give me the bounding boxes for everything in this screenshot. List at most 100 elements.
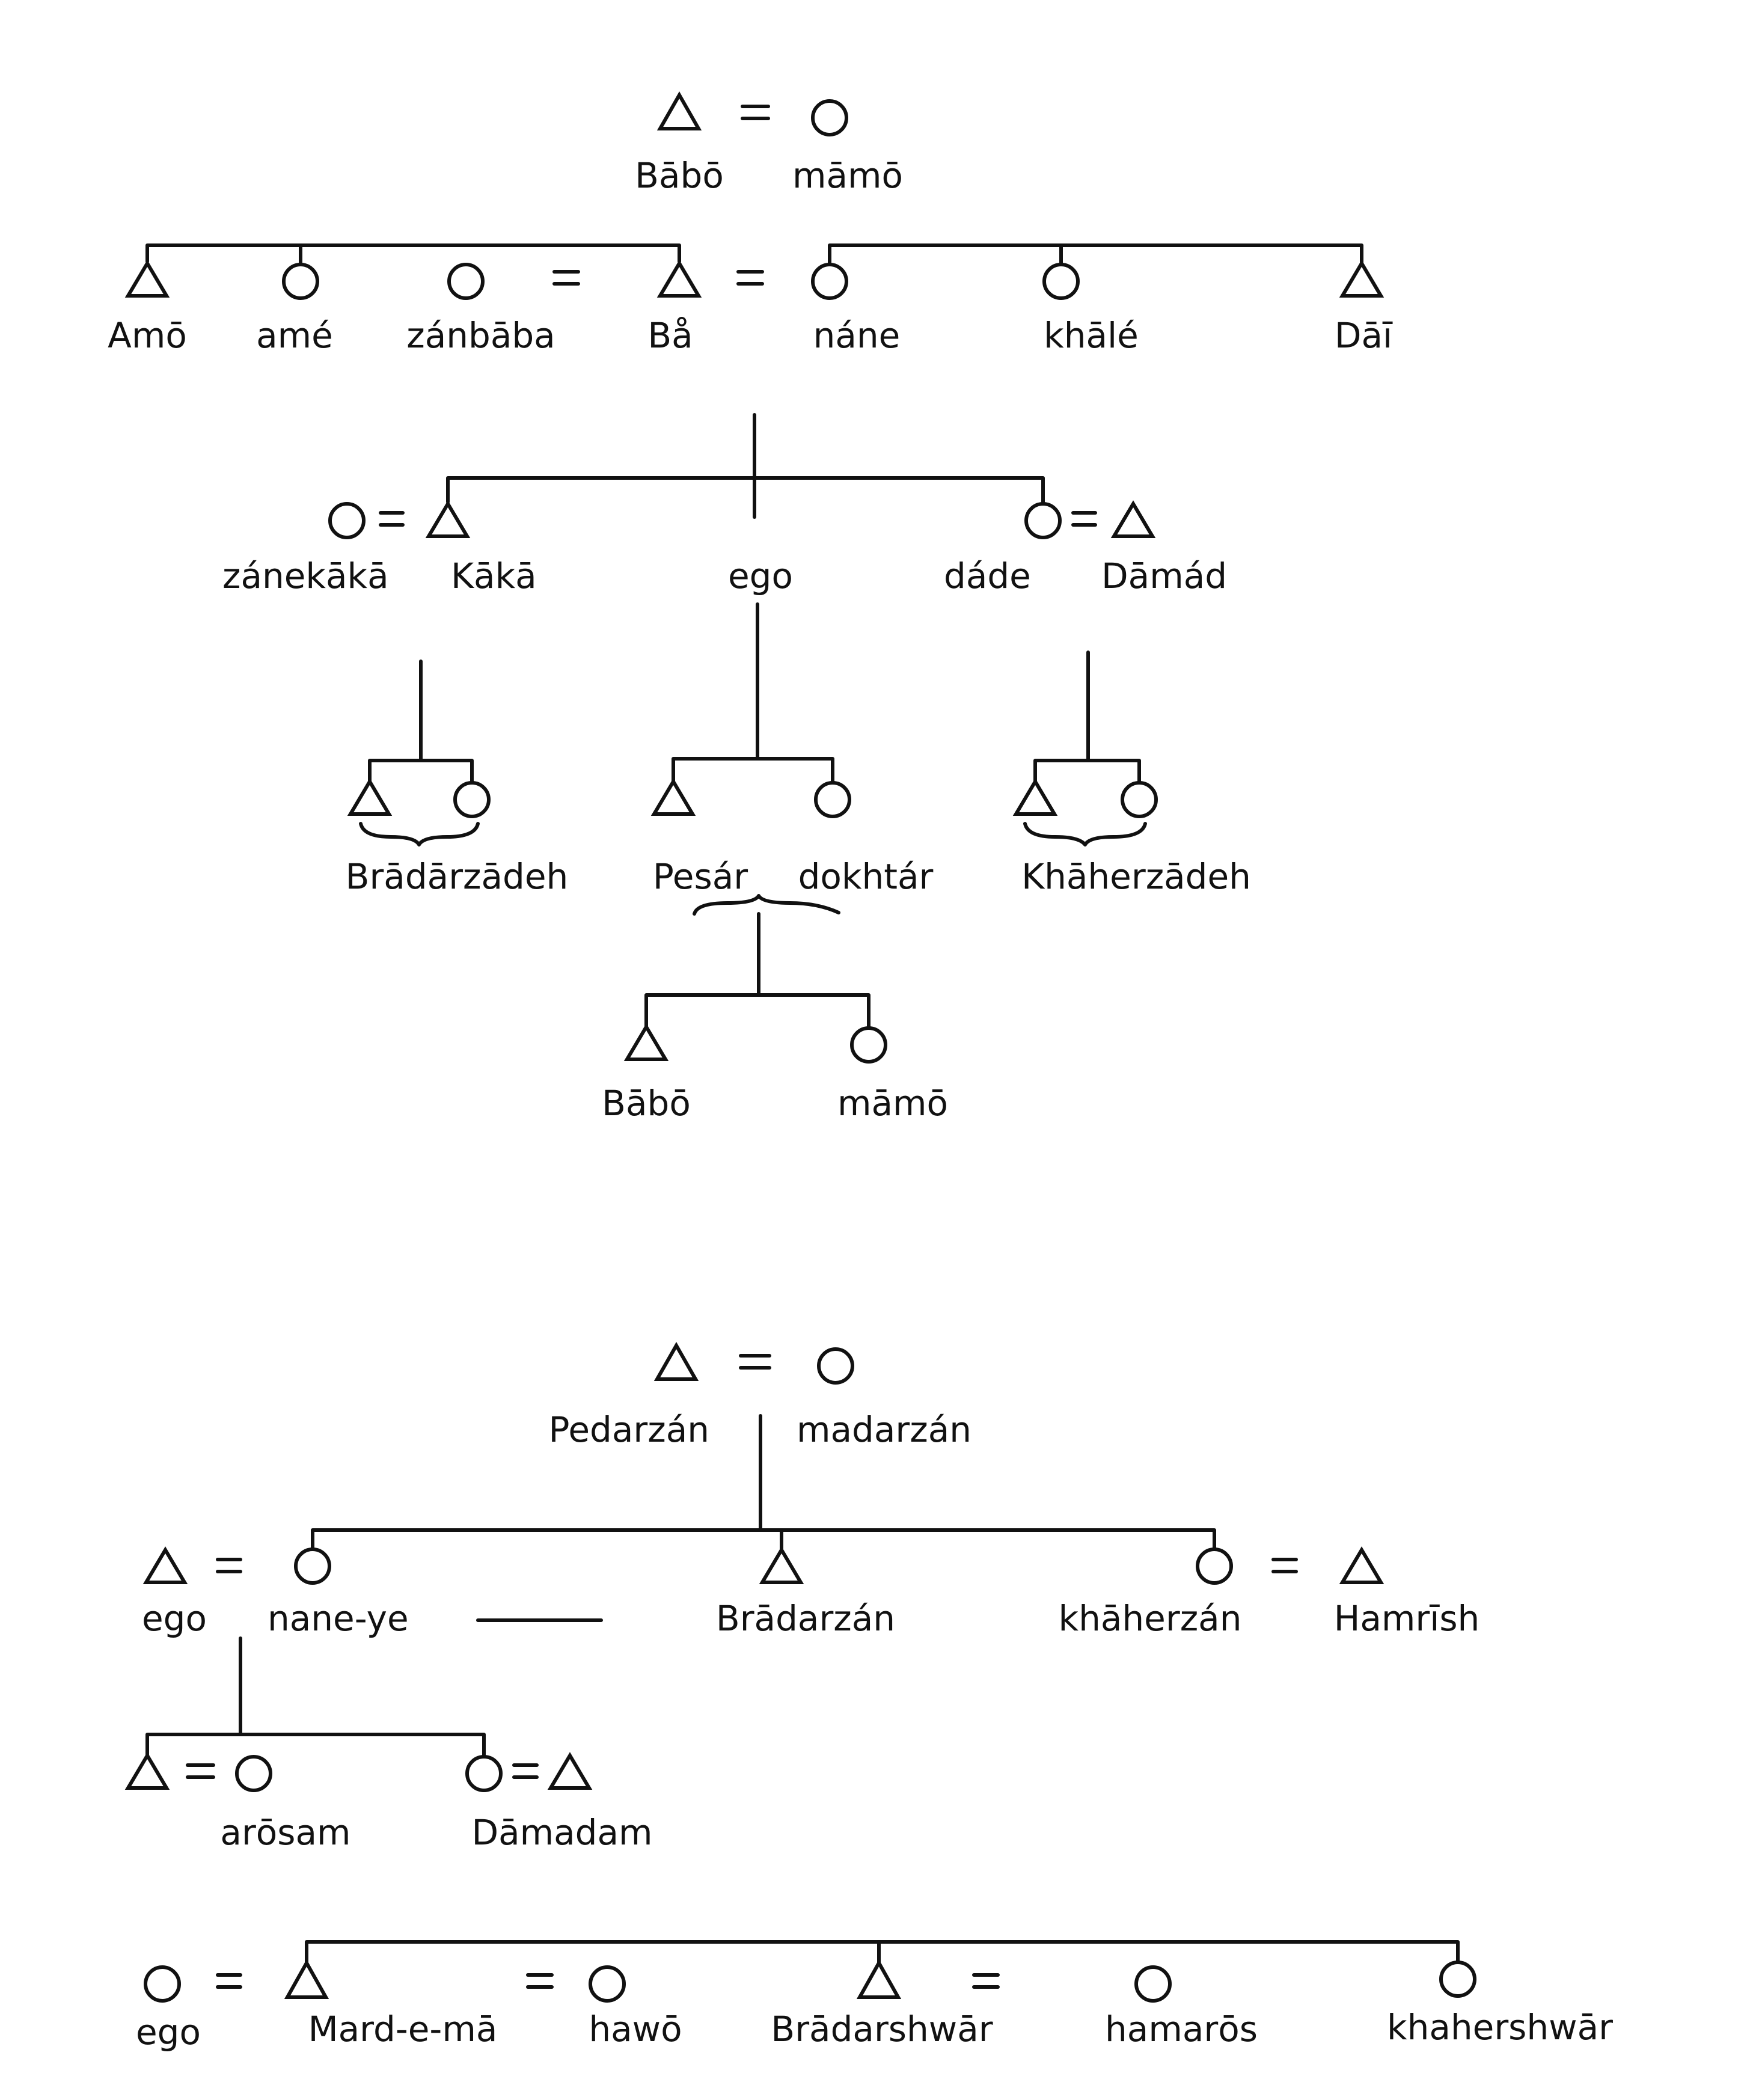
diagram-1-consanguineal: Bābō māmō Amō amé zánbāba Bå — [108, 91, 1393, 1124]
label-wife: nane-ye — [268, 1598, 409, 1639]
male-symbol — [1339, 260, 1384, 298]
female-symbol — [589, 1965, 626, 2003]
label-father-in-law: Pedarzán — [548, 1409, 709, 1450]
label-brothers-children: Brādārzādeh — [346, 856, 569, 897]
gen1-grandparents: Bābō māmō — [635, 91, 903, 196]
male-symbol — [1012, 778, 1058, 816]
female-symbol — [1042, 263, 1080, 300]
label-grandfather: Bābō — [635, 155, 724, 196]
marriage-equals — [1271, 1558, 1298, 1573]
grouping-brace — [693, 894, 840, 916]
female-symbol — [814, 781, 851, 818]
label-grandson: Bābō — [602, 1083, 691, 1124]
sibling-line — [1033, 759, 1141, 785]
label-granddaughter: māmō — [837, 1083, 948, 1124]
sibling-line — [368, 759, 474, 785]
female-symbol — [1024, 502, 1062, 539]
marriage-equals — [526, 1973, 554, 1989]
label-sister-in-law: zánekākā — [222, 556, 389, 596]
label-sisters-children: Khāherzādeh — [1021, 856, 1251, 897]
female-symbol — [817, 1347, 854, 1385]
label-uncles-wife: zánbāba — [406, 315, 555, 356]
marriage-equals — [1071, 511, 1097, 527]
label-husbands-brother-wife: hamarōs — [1105, 2009, 1258, 2049]
male-symbol — [347, 778, 393, 816]
grouping-brace — [359, 822, 480, 846]
male-symbol — [425, 500, 471, 538]
label-ego: ego — [728, 556, 793, 596]
marriage-equals — [736, 270, 764, 286]
label-father: Bå — [647, 315, 693, 356]
gen2-maternal-sibship: náne khālé Dāī — [811, 243, 1393, 356]
label-daughter-in-law: arōsam — [220, 1812, 350, 1853]
label-grandmother: māmō — [792, 155, 903, 196]
marriage-equals — [186, 1763, 215, 1779]
male-symbol — [124, 1752, 170, 1790]
male-symbol — [623, 1023, 669, 1061]
label-sister-husband: Dāmád — [1101, 556, 1227, 596]
marriage-equals — [379, 511, 405, 527]
sibling-line — [145, 243, 681, 263]
label-husbands-sister: khahershwār — [1387, 2007, 1613, 2048]
marriage-equals — [216, 1973, 242, 1989]
label-mother: náne — [813, 315, 901, 356]
label-son: Pesár — [653, 856, 748, 897]
male-symbol — [656, 260, 702, 298]
sibling-line — [446, 476, 1045, 504]
label-paternal-aunt: amé — [256, 315, 333, 356]
label-mother-in-law: madarzán — [797, 1409, 971, 1450]
label-son-in-law: Dāmadam — [471, 1812, 652, 1853]
label-paternal-uncle: Amō — [108, 315, 187, 356]
sibling-line — [311, 1528, 1216, 1550]
male-symbol — [653, 1341, 699, 1381]
label-daughter: dokhtár — [798, 856, 934, 897]
male-symbol — [124, 260, 170, 298]
female-symbol — [1196, 1547, 1233, 1585]
label-ego: ego — [142, 1598, 207, 1639]
female-symbol — [1134, 1965, 1172, 2003]
male-symbol — [547, 1752, 593, 1790]
male-symbol — [284, 1959, 329, 1999]
label-brother: Kākā — [451, 556, 537, 596]
gen5-grandchildren: Bābō māmō — [602, 912, 948, 1124]
marriage-equals — [552, 270, 580, 286]
label-maternal-aunt: khālé — [1044, 315, 1139, 356]
label-ego: ego — [136, 2012, 201, 2053]
male-symbol — [759, 1546, 804, 1584]
marriage-equals — [739, 1354, 771, 1370]
gen4-sisters-children: Khāherzādeh — [1012, 651, 1251, 897]
marriage-equals — [741, 105, 770, 120]
female-symbol — [282, 263, 319, 300]
sibling-line — [672, 757, 834, 785]
female-symbol — [1439, 1961, 1476, 1998]
label-wife-sister-husband: Hamrīsh — [1334, 1598, 1480, 1639]
diagram-3-affinal-husband: ego Mard-e-mā hawō Brādarshwār hamarōs k… — [136, 1940, 1613, 2053]
gen4-ego-children: Pesár dokhtár — [650, 602, 934, 916]
sibling-line — [305, 1940, 1460, 1965]
gen3-ego-sibship: zánekākā Kākā ego dáde Dāmád — [222, 413, 1227, 596]
label-husbands-brother: Brādarshwār — [771, 2009, 993, 2049]
marriage-equals — [972, 1973, 1000, 1989]
marriage-equals — [512, 1763, 539, 1779]
sibling-line — [644, 993, 870, 1030]
male-symbol — [650, 778, 696, 816]
gen4-brothers-children: Brādārzādeh — [346, 660, 569, 897]
label-husbands-brothers-wife: hawō — [589, 2009, 682, 2049]
diagram-2-affinal-wife: Pedarzán madarzán ego nane-ye Brādarzá — [124, 1341, 1480, 1853]
label-wife-brother: Brādarzán — [716, 1598, 895, 1639]
female-symbol — [294, 1547, 331, 1585]
male-symbol — [1110, 500, 1156, 538]
children-in-law: arōsam Dāmadam — [124, 1636, 653, 1853]
label-maternal-uncle: Dāī — [1335, 315, 1393, 356]
label-husband: Mard-e-mā — [308, 2009, 498, 2049]
parents-in-law: Pedarzán madarzán — [548, 1341, 971, 1532]
female-symbol — [1121, 781, 1158, 818]
wife-sibship: ego nane-ye Brādarzán khāherzán Hamrīsh — [142, 1528, 1480, 1639]
male-symbol — [1339, 1546, 1384, 1584]
female-symbol — [447, 263, 485, 300]
male-symbol — [142, 1546, 188, 1584]
marriage-equals — [216, 1558, 242, 1573]
female-symbol — [465, 1755, 503, 1792]
sibling-line — [145, 1733, 486, 1759]
